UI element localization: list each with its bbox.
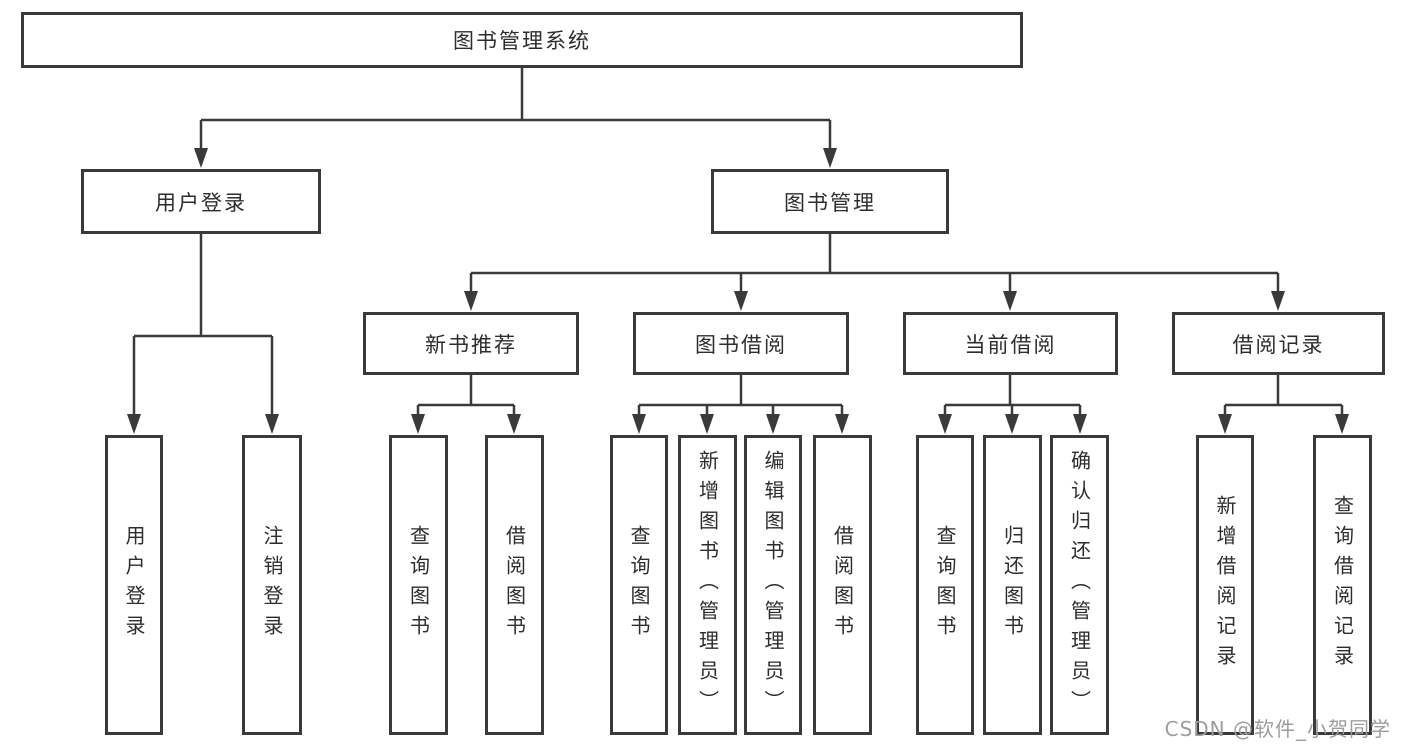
node-query-book-borrow: 查询图书 — [610, 435, 668, 735]
node-label: 查询图书 — [406, 525, 431, 645]
node-borrow-book-recommend: 借阅图书 — [485, 435, 544, 735]
node-current-borrow: 当前借阅 — [903, 312, 1118, 375]
connector-mgmt-to-level3 — [469, 234, 1280, 293]
csdn-watermark: CSDN @软件_小贺同学 — [1164, 717, 1391, 741]
node-label: 新增借阅记录 — [1213, 495, 1237, 675]
node-book-borrow: 图书借阅 — [633, 312, 849, 375]
node-label: 当前借阅 — [964, 332, 1057, 357]
node-borrow-book: 借阅图书 — [813, 435, 872, 735]
node-label: 借阅图书 — [830, 525, 855, 645]
node-new-book-recommend: 新书推荐 — [363, 312, 579, 375]
node-label: 借阅记录 — [1232, 332, 1325, 357]
node-label: 用户登录 — [155, 190, 247, 215]
node-label: 查询图书 — [933, 525, 957, 645]
connector-current-to-leaves — [943, 375, 1082, 416]
node-query-book-current: 查询图书 — [916, 435, 974, 735]
node-return-book: 归还图书 — [983, 435, 1042, 735]
node-borrow-records: 借阅记录 — [1172, 312, 1385, 375]
arrowheads — [127, 148, 1349, 434]
connector-records-to-leaves — [1223, 375, 1344, 416]
node-library-system: 图书管理系统 — [21, 12, 1023, 68]
node-label: 查询借阅记录 — [1330, 495, 1355, 675]
node-label: 用户登录 — [122, 525, 146, 645]
node-query-borrow-record: 查询借阅记录 — [1313, 435, 1372, 735]
node-add-borrow-record: 新增借阅记录 — [1196, 435, 1254, 735]
node-confirm-return-admin: 确认归还（管理员） — [1050, 435, 1109, 735]
node-label: 图书管理系统 — [453, 29, 591, 53]
node-edit-book-admin: 编辑图书（管理员） — [744, 435, 802, 735]
node-label: 注销登录 — [260, 525, 284, 645]
node-user-login-leaf: 用户登录 — [105, 435, 163, 735]
node-query-book-recommend: 查询图书 — [389, 435, 448, 735]
node-label: 归还图书 — [1000, 525, 1025, 645]
node-label: 确认归还（管理员） — [1067, 450, 1092, 720]
node-label: 借阅图书 — [502, 525, 527, 645]
node-user-login: 用户登录 — [81, 169, 321, 234]
node-label: 查询图书 — [627, 525, 651, 645]
connector-login-to-leaves — [132, 234, 274, 416]
connector-recommend-to-leaves — [416, 375, 516, 416]
node-label: 新书推荐 — [425, 332, 517, 357]
connector-borrow-to-leaves — [637, 375, 844, 416]
node-label: 新增图书（管理员） — [695, 450, 720, 720]
node-book-management: 图书管理 — [711, 169, 949, 234]
node-label: 图书管理 — [784, 190, 876, 215]
node-label: 图书借阅 — [695, 332, 787, 357]
connector-root-to-level2 — [199, 68, 832, 150]
node-label: 编辑图书（管理员） — [761, 450, 785, 720]
node-add-book-admin: 新增图书（管理员） — [678, 435, 737, 735]
node-logout: 注销登录 — [242, 435, 302, 735]
